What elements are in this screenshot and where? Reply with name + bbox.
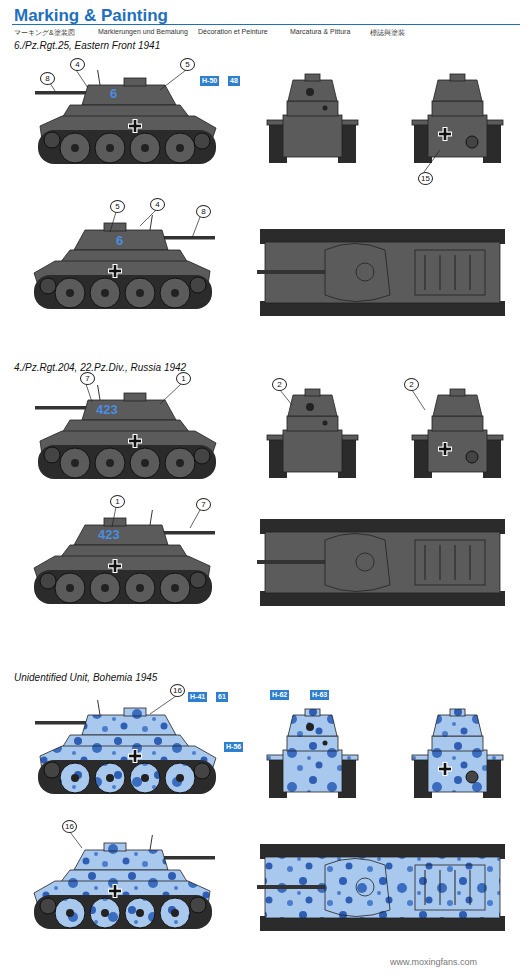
subtitle: 標誌與塗裝: [370, 28, 405, 38]
section-heading: 4./Pz.Rgt.204, 22.Pz.Div., Russia 1942: [14, 362, 186, 373]
callout-number: 4: [70, 58, 85, 71]
decal-code: H-63: [310, 690, 329, 700]
subtitle: マーキング&塗装図: [14, 28, 75, 38]
callout-number: 5: [110, 200, 125, 213]
decal-code: 61: [216, 692, 228, 702]
decal-code: H-62: [270, 690, 289, 700]
leader-lines: [50, 70, 440, 848]
decal-code: H-50: [200, 76, 219, 86]
callout-number: 7: [196, 498, 211, 511]
callout-number: 8: [40, 72, 55, 85]
turret-number: 423: [98, 527, 120, 542]
section-heading: Unidentified Unit, Bohemia 1945: [14, 672, 157, 683]
turret-number: 6: [116, 233, 123, 248]
turret-number: 6: [110, 86, 117, 101]
watermark: www.moxingfans.com: [390, 957, 477, 967]
callout-number: 4: [150, 198, 165, 211]
subtitle: Décoration et Peinture: [198, 28, 268, 35]
callout-number: 1: [110, 495, 125, 508]
decal-code: H-41: [188, 692, 207, 702]
decal-code: H-56: [224, 742, 243, 752]
page-title: Marking & Painting: [14, 6, 168, 26]
callout-number: 2: [404, 378, 419, 391]
callout-number: 16: [170, 684, 185, 697]
turret-number: 423: [96, 402, 118, 417]
subtitle: Marcatura & Pittura: [290, 28, 350, 35]
callout-number: 2: [272, 378, 287, 391]
section-heading: 6./Pz.Rgt.25, Eastern Front 1941: [14, 40, 160, 51]
callout-number: 15: [418, 172, 433, 185]
callout-number: 16: [62, 820, 77, 833]
decal-code: 48: [228, 76, 240, 86]
callout-number: 8: [196, 205, 211, 218]
callout-number: 7: [80, 372, 95, 385]
callout-number: 5: [180, 58, 195, 71]
callout-number: 1: [176, 372, 191, 385]
subtitle: Markierungen und Bemalung: [98, 28, 188, 35]
